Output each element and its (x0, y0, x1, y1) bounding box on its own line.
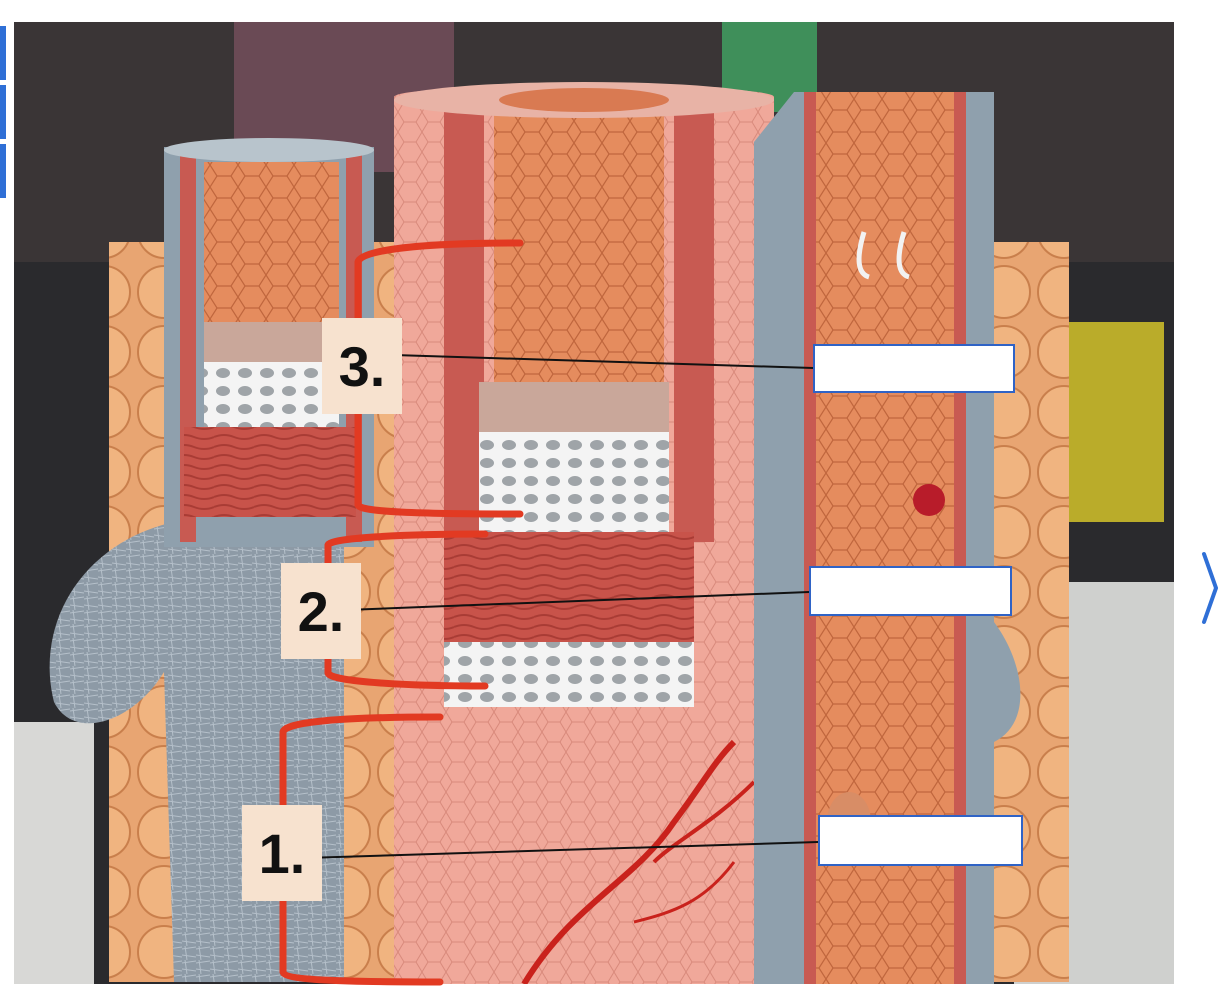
label-3: 3. (322, 318, 402, 414)
tab-marker-2[interactable] (0, 85, 6, 139)
answer-box-2[interactable] (809, 566, 1012, 616)
label-2: 2. (281, 563, 361, 659)
left-tab-strip (0, 26, 6, 203)
tab-marker-1[interactable] (0, 26, 6, 80)
answer-box-1[interactable] (818, 815, 1023, 866)
next-chevron-icon[interactable] (1200, 550, 1218, 626)
answer-box-3[interactable] (813, 344, 1015, 393)
label-1: 1. (242, 805, 322, 901)
tab-marker-3[interactable] (0, 144, 6, 198)
